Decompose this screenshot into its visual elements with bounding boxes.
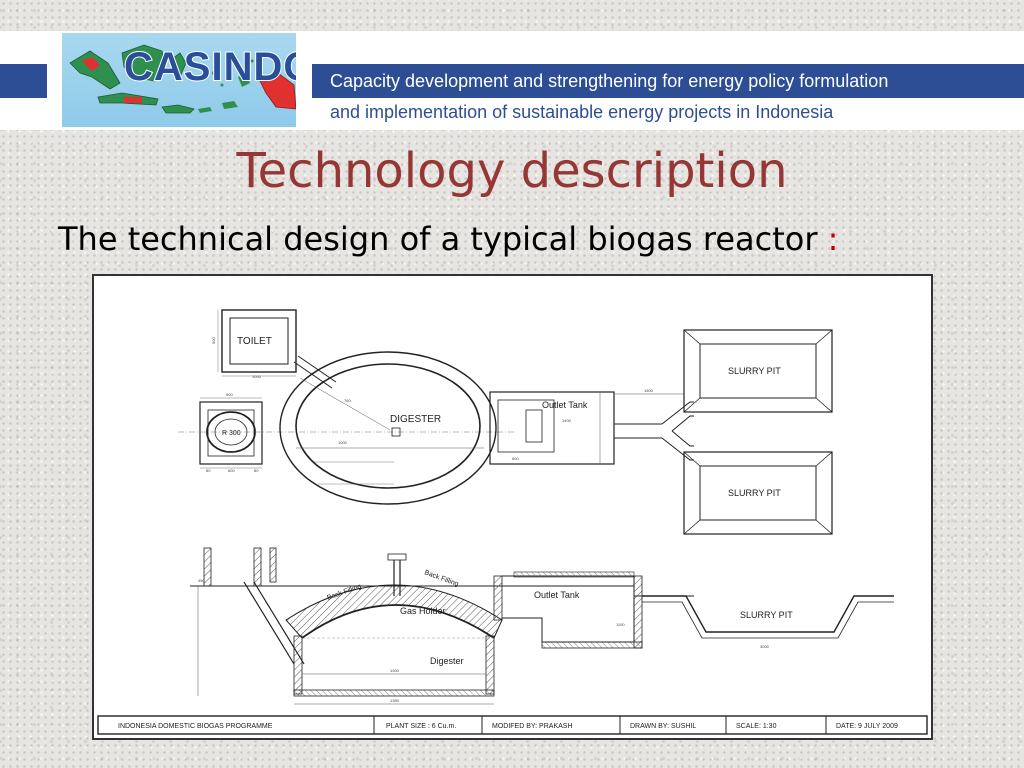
digester-wall-left	[293, 635, 303, 695]
slide-subtitle-colon: :	[827, 220, 839, 258]
title-block-modified-by: MODIFED BY: PRAKASH	[492, 723, 573, 730]
header-tagline-line1: Capacity development and strengthening f…	[330, 71, 889, 91]
svg-text:1400: 1400	[562, 418, 572, 423]
svg-text:450: 450	[198, 578, 205, 583]
svg-text:1300: 1300	[390, 668, 400, 673]
title-block-plant-size: PLANT SIZE : 6 Cu.m.	[386, 723, 456, 730]
svg-text:80: 80	[206, 468, 211, 473]
slide-subtitle-text: The technical design of a typical biogas…	[58, 220, 818, 258]
svg-text:1000: 1000	[338, 440, 348, 445]
header-bar-left	[0, 64, 47, 98]
gas-holder-dome	[301, 604, 495, 639]
slurry-pit-1	[683, 329, 833, 413]
header-tagline-line2: and implementation of sustainable energy…	[330, 102, 834, 122]
slurry-pit-section-label: SLURRY PIT	[740, 610, 793, 620]
digester-plan-outer	[279, 351, 497, 505]
outlet-tank-plan-label: Outlet Tank	[542, 400, 588, 410]
gas-holder-label: Gas Holder	[400, 606, 446, 616]
logo-text: CASINDO	[123, 44, 296, 90]
slide-subtitle: The technical design of a typical biogas…	[58, 220, 838, 258]
title-block	[97, 715, 928, 735]
digester-plan-inner	[295, 363, 481, 489]
digester-floor	[293, 689, 495, 697]
svg-text:R 300: R 300	[222, 430, 241, 437]
svg-text:1500: 1500	[644, 388, 654, 393]
svg-text:900: 900	[211, 337, 216, 344]
svg-text:80: 80	[254, 468, 259, 473]
title-block-scale: SCALE: 1:30	[736, 723, 777, 730]
header-bar-right	[312, 64, 1024, 98]
toilet-outer	[221, 309, 297, 373]
svg-text:600: 600	[512, 456, 519, 461]
title-block-drawn-by: DRAWN BY: SUSHIL	[630, 723, 696, 730]
casindo-logo: CASINDO	[62, 33, 296, 127]
title-block-date: DATE: 9 JULY 2009	[836, 723, 898, 730]
biogas-reactor-drawing: TOILET 1000 900 R 300 900 80 600 80 DIGE…	[92, 274, 933, 740]
digester-wall-right	[485, 635, 495, 695]
svg-text:900: 900	[226, 392, 233, 397]
svg-text:Back Filling: Back Filling	[423, 569, 459, 588]
indonesia-map-icon	[69, 44, 296, 114]
svg-text:3000: 3000	[760, 644, 770, 649]
technical-drawing: TOILET 1000 900 R 300 900 80 600 80 DIGE…	[97, 309, 928, 735]
digester-section-label: Digester	[430, 656, 464, 666]
toilet-label: TOILET	[237, 336, 272, 347]
title-block-program: INDONESIA DOMESTIC BIOGAS PROGRAMME	[118, 723, 273, 730]
svg-text:1100: 1100	[616, 622, 625, 627]
inlet-tank	[199, 401, 263, 465]
digester-plan-label: DIGESTER	[390, 414, 441, 425]
slurry-pit-section	[642, 595, 894, 633]
outlet-tank-plan	[489, 391, 615, 465]
svg-text:760: 760	[344, 398, 351, 403]
outlet-tank-section-label: Outlet Tank	[534, 590, 580, 600]
svg-text:600: 600	[228, 468, 235, 473]
svg-text:1380: 1380	[390, 698, 400, 703]
svg-text:1000: 1000	[252, 374, 262, 379]
slurry-pit-1-label: SLURRY PIT	[728, 366, 781, 376]
slurry-pit-2	[683, 451, 833, 535]
slurry-pit-2-label: SLURRY PIT	[728, 488, 781, 498]
slide-title: Technology description	[236, 143, 788, 199]
